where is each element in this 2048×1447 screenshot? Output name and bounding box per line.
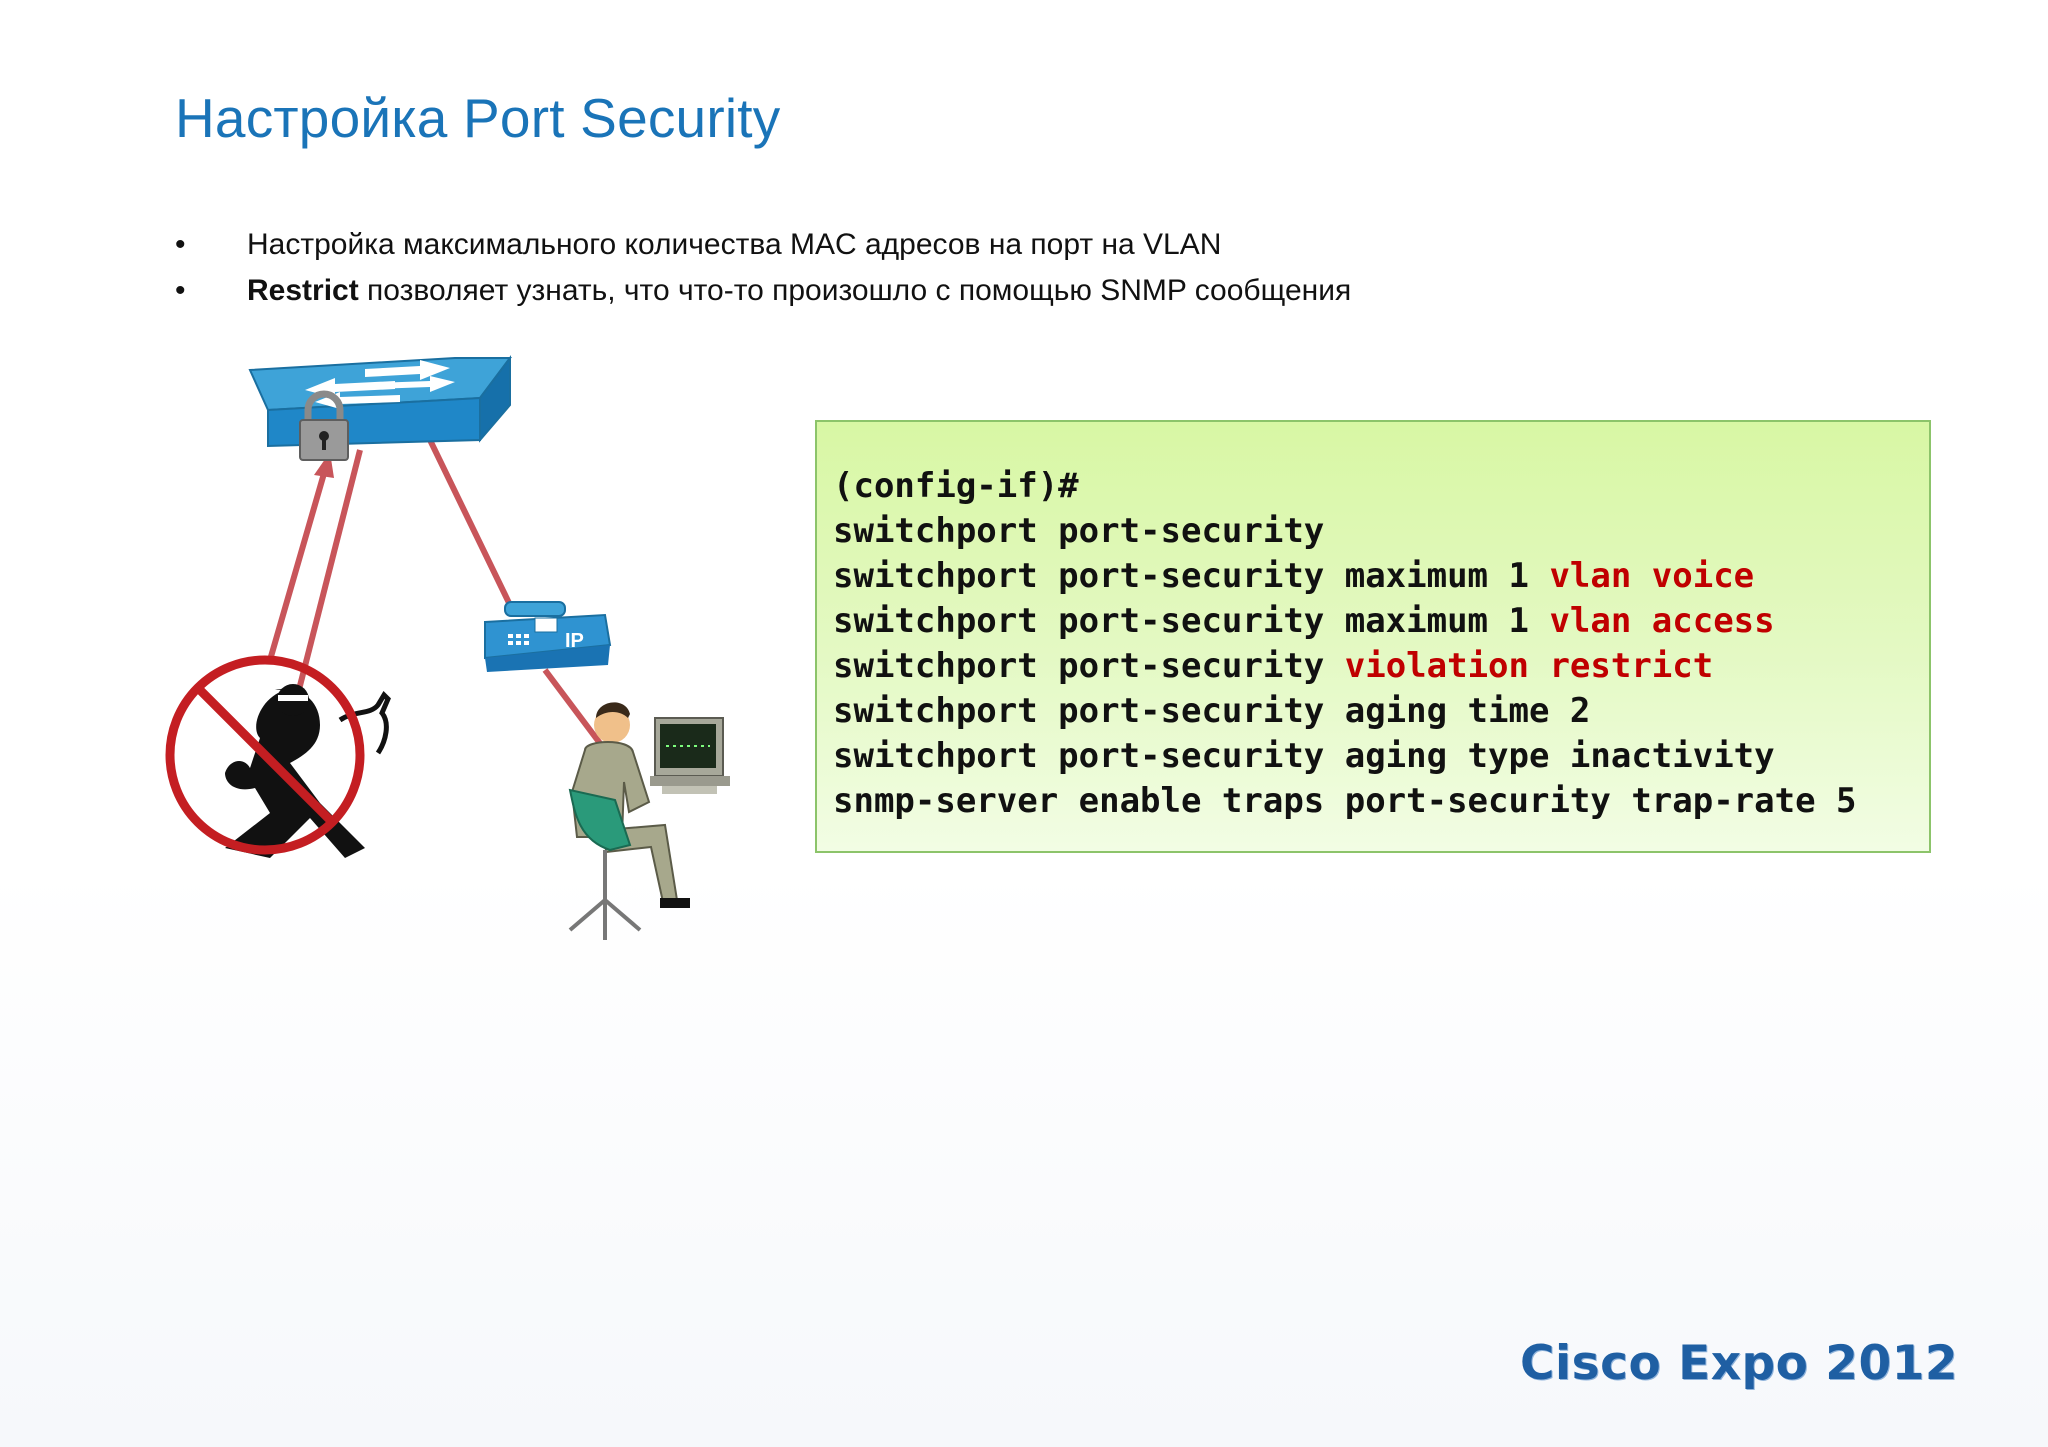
link-attacker-switch: [287, 449, 363, 726]
code-lines: (config-if)# switchport port-security sw…: [833, 464, 1857, 824]
prohibited-attacker-icon: [165, 655, 391, 858]
network-diagram: IP: [165, 355, 730, 940]
user-at-workstation-icon: [568, 702, 730, 940]
page-title: Настройка Port Security: [175, 87, 781, 149]
arrow-attacker-to-switch: [267, 469, 328, 661]
link-phone-user: [542, 668, 608, 752]
code-line: snmp-server enable traps port-security t…: [833, 781, 1857, 821]
code-line: switchport port-security: [833, 511, 1325, 551]
padlock-icon: [299, 390, 349, 461]
bullet-marker: •: [175, 274, 186, 307]
switch-icon: [248, 355, 512, 448]
ip-phone-icon: IP: [484, 601, 612, 672]
bullet-text: позволяет узнать, что что-то произошло с…: [358, 274, 1352, 307]
bullet-bold: Restrict: [247, 274, 359, 307]
bullet-text: Настройка максимального количества MAC а…: [247, 228, 1222, 261]
code-line: switchport port-security maximum 1 vlan …: [833, 601, 1775, 641]
network-links: [267, 438, 608, 752]
code-line: switchport port-security aging time 2: [833, 691, 1591, 731]
bullet-marker: •: [175, 228, 186, 261]
config-code-box: (config-if)# switchport port-security sw…: [815, 420, 1931, 853]
code-line: switchport port-security violation restr…: [833, 646, 1714, 686]
code-line: switchport port-security aging type inac…: [833, 736, 1775, 776]
code-line: (config-if)#: [833, 466, 1079, 506]
ip-phone-label: IP: [565, 630, 584, 652]
cisco-expo-logo: Cisco Expo 2012: [1520, 1336, 1959, 1391]
link-switch-phone: [427, 438, 513, 607]
code-line: switchport port-security maximum 1 vlan …: [833, 556, 1755, 596]
